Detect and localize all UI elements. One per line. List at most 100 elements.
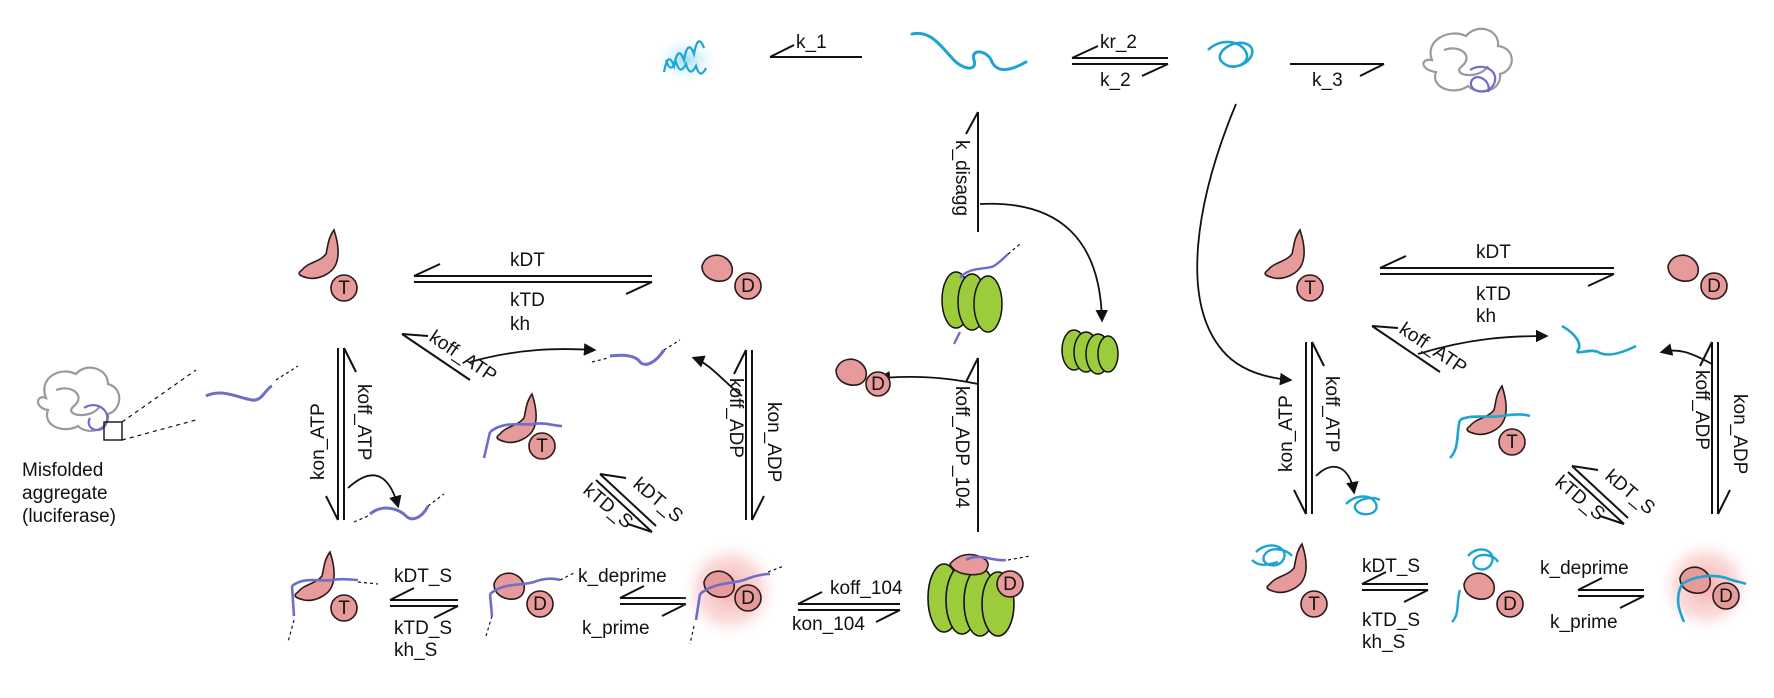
k3-label: k_3	[1312, 70, 1343, 91]
right-atp-vertical-equilibrium	[1293, 341, 1325, 515]
right-ktd-label: kTD	[1476, 284, 1511, 305]
left-koff-adp-label: koff_ADP	[725, 378, 746, 458]
badge-t: T	[1304, 278, 1316, 299]
disaggregase-substrate-middle	[941, 253, 1009, 345]
right-koff-atp-diag-arrow	[1371, 325, 1441, 373]
chaperone-atp-substrate-center-right: T	[1449, 385, 1531, 459]
right-released-tangle	[1345, 495, 1381, 516]
disagg-release-arrow	[979, 202, 1109, 323]
chaperone-atp-substrate-bottom: T	[290, 551, 359, 622]
right-kdts-diag-equilibrium	[1567, 465, 1629, 525]
misfolded-binding-arrow	[1196, 103, 1293, 386]
left-koff-atp-diag-arrow	[401, 333, 471, 381]
k1-arrow	[769, 44, 862, 58]
k-disagg-label: k_disagg	[951, 140, 972, 216]
aggregate-label-line3: (luciferase)	[22, 506, 116, 527]
k2-label: k_2	[1100, 70, 1131, 91]
badge-d: D	[1719, 586, 1733, 607]
right-ktds-label: kTD_S	[1362, 610, 1420, 631]
left-released-substrate-bottom	[369, 505, 430, 521]
unfolded-chain-icon	[910, 31, 1028, 71]
native-helix-icon	[652, 36, 720, 84]
left-ktds-label: kTD_S	[394, 618, 452, 639]
right-kdts-equilibrium	[1361, 571, 1429, 603]
left-ktds-diag-label: kTD_S	[579, 480, 637, 533]
chaperone-atp-topleft-right: T	[1264, 229, 1324, 302]
right-adp-release-arrow	[1659, 343, 1713, 365]
chaperone-adp-substrate-bottom: D	[488, 572, 561, 618]
left-kon-atp-label: kon_ATP	[308, 403, 329, 480]
left-kprime-equilibrium	[619, 585, 687, 617]
left-atp-release-arrow	[347, 474, 402, 509]
right-kon-atp-label: kon_ATP	[1276, 395, 1297, 472]
right-kh-label: kh	[1476, 306, 1496, 327]
misfolded-tangle-icon	[1207, 40, 1254, 68]
right-koff-adp-label: koff_ADP	[1691, 370, 1712, 450]
right-kon-adp-label: kon_ADP	[1729, 394, 1750, 474]
aggregate-label-line2: aggregate	[22, 483, 108, 504]
right-koff-atp-label: koff_ATP	[1321, 376, 1342, 452]
left-kdeprime-label: k_deprime	[578, 566, 667, 587]
badge-t: T	[338, 278, 350, 299]
left-kprime-label: k_prime	[582, 618, 650, 639]
left-atp-vertical-equilibrium	[325, 347, 357, 521]
aggregate-top-icon	[1422, 27, 1513, 93]
right-adp-vertical-equilibrium	[1699, 341, 1731, 515]
badge-d: D	[1707, 276, 1721, 297]
right-kprime-equilibrium	[1577, 577, 1645, 609]
adp104-release-arrow	[877, 371, 979, 385]
badge-t: T	[536, 436, 548, 457]
right-kdt-equilibrium	[1379, 255, 1615, 287]
left-khs-label: kh_S	[394, 640, 437, 661]
right-atp-release-arrow	[1315, 465, 1359, 495]
koff-adp104-arrow	[965, 357, 979, 532]
left-kdt-equilibrium	[413, 263, 653, 295]
badge-t: T	[1308, 594, 1320, 615]
k-disagg-arrow	[965, 111, 979, 232]
left-ktd-label: kTD	[510, 290, 545, 311]
aggregate-label-line1: Misfolded	[22, 460, 103, 481]
koff104-equilibrium	[797, 591, 901, 623]
k2-equilibrium-arrow	[1071, 45, 1169, 77]
right-released-substrate	[1561, 324, 1637, 356]
right-ktds-diag-label: kTD_S	[1551, 472, 1609, 525]
badge-t: T	[338, 598, 350, 619]
k3-arrow	[1290, 63, 1385, 77]
released-adp-chaperone: D	[835, 358, 891, 397]
badge-d: D	[741, 588, 755, 609]
chaperone-adp-primed-right: D	[1656, 536, 1756, 636]
left-kdts-label: kDT_S	[394, 566, 452, 587]
chaperone-adp-tangle-bottom-right: D	[1451, 548, 1524, 623]
kon104-label: kon_104	[792, 614, 865, 635]
extracted-substrate-icon	[205, 384, 273, 402]
badge-d: D	[1503, 594, 1517, 615]
badge-d: D	[871, 374, 885, 395]
right-kdts-label: kDT_S	[1362, 556, 1420, 577]
koff-adp104-label: koff_ADP_104	[951, 386, 972, 509]
misfolded-aggregate-icon	[36, 366, 121, 432]
chaperone-adp-topright: D	[701, 254, 762, 300]
free-disaggregase-icon	[1061, 329, 1119, 375]
badge-d: D	[1003, 574, 1017, 595]
right-kprime-label: k_prime	[1550, 612, 1618, 633]
left-kon-adp-label: kon_ADP	[763, 402, 784, 482]
left-adp-vertical-equilibrium	[733, 349, 765, 521]
chaperone-atp-substrate-center: T	[482, 393, 563, 460]
right-kdeprime-label: k_deprime	[1540, 558, 1629, 579]
k1-label: k_1	[796, 32, 827, 53]
left-adp-release-arrow	[691, 355, 743, 397]
chaperone-adp-primed-left: D	[678, 538, 782, 642]
right-kdt-label: kDT	[1476, 242, 1511, 263]
kr2-label: kr_2	[1100, 32, 1137, 53]
chaperone-adp-topright-right: D	[1667, 254, 1728, 300]
left-kdts-equilibrium	[389, 587, 459, 619]
left-koff-atp-label: koff_ATP	[353, 384, 374, 460]
right-khs-label: kh_S	[1362, 632, 1405, 653]
disaggregase-complex-bottom: D	[927, 553, 1024, 637]
left-kdt-label: kDT	[510, 250, 545, 271]
badge-d: D	[533, 594, 547, 615]
chaperone-atp-topleft: T	[298, 229, 358, 302]
left-release-arrow	[469, 343, 597, 363]
